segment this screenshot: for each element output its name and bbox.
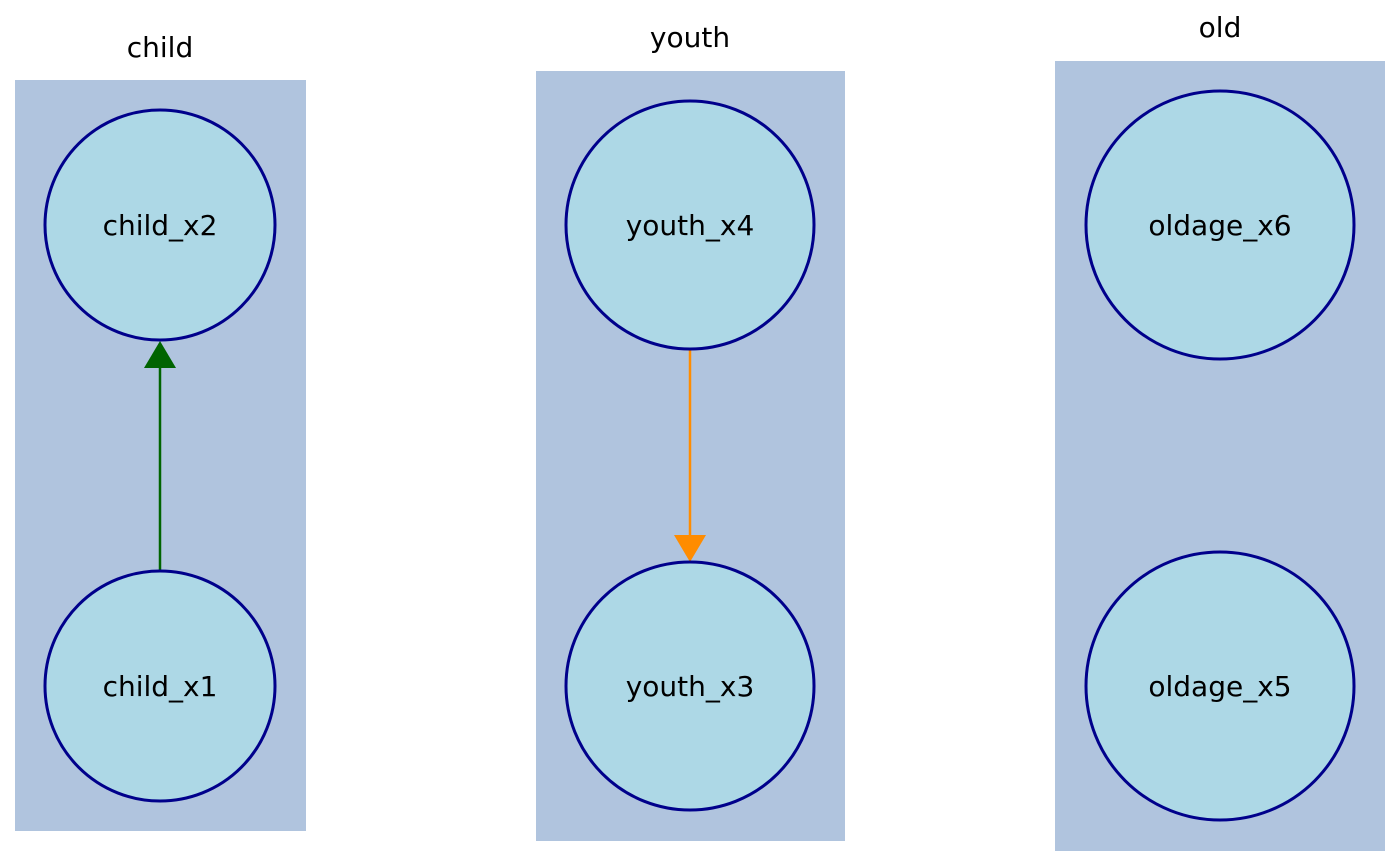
node-shape	[43, 569, 277, 803]
node-label: child_x2	[103, 209, 218, 242]
node-label: youth_x3	[626, 670, 755, 703]
node-label: oldage_x5	[1148, 670, 1291, 703]
node-label: oldage_x6	[1148, 209, 1291, 242]
node-youth_x4[interactable]: youth_x4	[564, 99, 816, 351]
node-oldage_x6[interactable]: oldage_x6	[1084, 89, 1356, 361]
cluster-child-label: child	[127, 31, 193, 64]
edge-youth_x4-to-youth_x3	[674, 350, 706, 562]
cluster-youth-label: youth	[650, 21, 730, 54]
node-label: child_x1	[103, 670, 218, 703]
node-shape	[564, 99, 816, 351]
node-youth_x3[interactable]: youth_x3	[564, 560, 816, 812]
arrowhead-icon	[674, 535, 706, 562]
edge-child_x1-to-child_x2	[144, 341, 176, 571]
node-label: youth_x4	[626, 209, 755, 242]
node-child_x2[interactable]: child_x2	[43, 108, 277, 342]
cluster-old-label: old	[1199, 11, 1242, 44]
node-shape	[564, 560, 816, 812]
arrowhead-icon	[144, 341, 176, 368]
node-oldage_x5[interactable]: oldage_x5	[1084, 550, 1356, 822]
node-child_x1[interactable]: child_x1	[43, 569, 277, 803]
node-shape	[1084, 550, 1356, 822]
node-shape	[1084, 89, 1356, 361]
node-shape	[43, 108, 277, 342]
